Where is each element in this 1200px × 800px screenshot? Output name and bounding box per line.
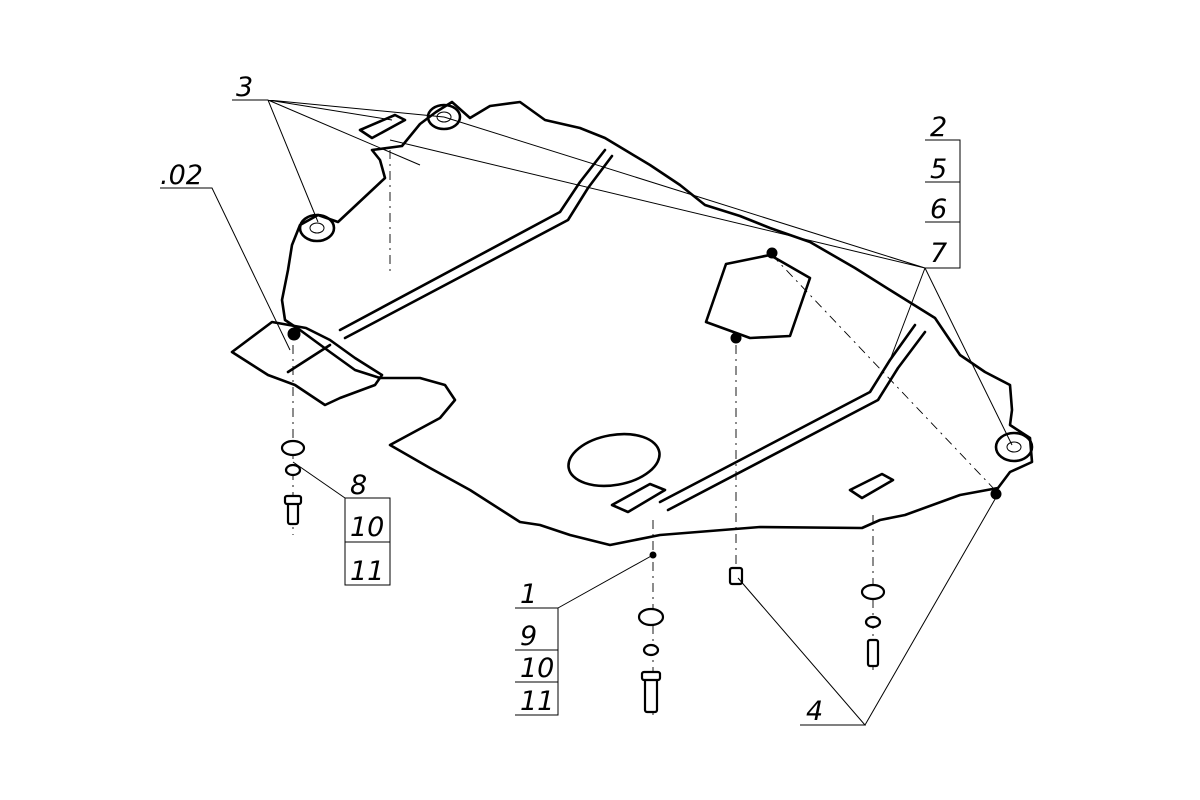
slot-right (848, 472, 895, 500)
slot-front (610, 482, 667, 514)
leader-1 (557, 554, 654, 609)
oil-drain-hole (567, 432, 661, 488)
boss-right-inner (1006, 441, 1022, 453)
box-left-group (344, 497, 391, 586)
marker-hatch (766, 247, 778, 259)
label-leftbottom-2: 10 (350, 512, 384, 543)
boss-left-inner (309, 222, 325, 234)
label-right-3: 6 (930, 194, 947, 225)
label-right-2: 5 (930, 154, 947, 185)
label-center-2: 9 (520, 621, 537, 652)
label-02: .02 (160, 160, 203, 191)
label-center-1: 1 (520, 579, 537, 610)
left-rib (338, 148, 614, 340)
hardware-center (728, 566, 744, 586)
leader-right-group (389, 116, 1013, 446)
skid-plate-outline (280, 100, 1034, 547)
label-4: 4 (806, 696, 823, 727)
access-hatch (704, 253, 812, 340)
label-leftbottom-1: 8 (350, 470, 367, 501)
boss-right (994, 431, 1034, 463)
right-rib (658, 323, 927, 512)
boss-rear-left-inner (436, 111, 452, 123)
boss-rear-left (426, 103, 462, 131)
leader-02 (160, 187, 291, 351)
box-right-group (925, 139, 960, 269)
slot-rear-left (358, 113, 407, 140)
left-bracket-fold (286, 343, 332, 374)
marker-left-bracket (287, 327, 301, 341)
left-bracket-flap (230, 320, 384, 407)
label-center-4: 11 (520, 686, 554, 717)
marker-center (730, 332, 742, 344)
leader-4 (737, 493, 999, 726)
hardware-left (280, 439, 306, 526)
label-leftbottom-3: 11 (350, 556, 384, 587)
hardware-front (637, 607, 665, 714)
label-right-1: 2 (930, 112, 947, 143)
leader-3 (232, 99, 445, 223)
boss-left (298, 213, 336, 243)
label-3: 3 (236, 72, 253, 103)
label-center-3: 10 (520, 653, 554, 684)
leader-8 (292, 461, 346, 499)
label-right-4: 7 (930, 238, 947, 269)
marker-right-edge (990, 488, 1002, 500)
axis-hatch (771, 254, 996, 491)
box-center-group (515, 607, 559, 716)
hardware-right (860, 583, 886, 668)
